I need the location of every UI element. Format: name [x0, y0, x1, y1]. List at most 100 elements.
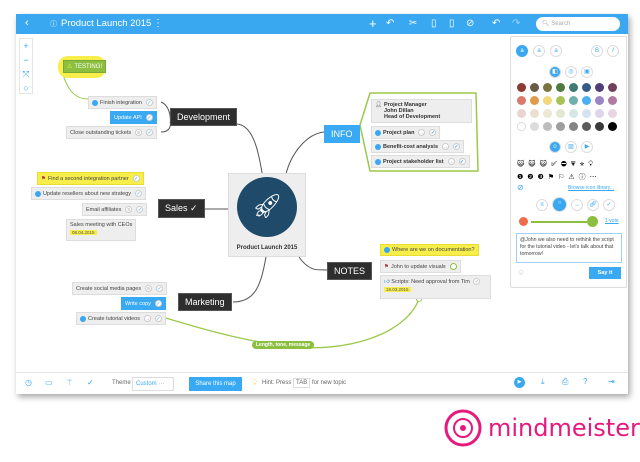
comment-input[interactable]: @John we also need to rethink the script… [516, 233, 622, 263]
zoom-out-button[interactable]: − [23, 55, 29, 65]
color-swatch[interactable] [543, 83, 552, 92]
notes-button[interactable]: ≡ [536, 199, 548, 211]
add-icon[interactable]: + [369, 16, 377, 31]
topic-scripts[interactable]: 👍︎ Scripts: Need approval from Tim ✓18.0… [380, 275, 491, 299]
fill-color-tab[interactable]: ◧ [549, 66, 561, 78]
topic-update-visuals[interactable]: ⚑John to update visuals [380, 260, 461, 273]
color-swatch[interactable] [530, 96, 539, 105]
notes-icon[interactable]: ≡ [135, 129, 143, 136]
progress-ring-icon[interactable] [449, 263, 457, 270]
copy-icon[interactable]: ▯ [431, 18, 437, 29]
check-icon[interactable]: ✓ [135, 190, 143, 197]
theme-select[interactable]: Custom ··· [132, 377, 174, 391]
paste-icon[interactable]: ▯ [449, 18, 455, 29]
map-title[interactable]: Product Launch 2015 [61, 18, 152, 29]
topic-project-plan[interactable]: Project plan→✓ [371, 126, 441, 139]
color-swatch[interactable] [569, 122, 578, 131]
color-swatch[interactable] [582, 109, 591, 118]
color-swatch[interactable] [543, 96, 552, 105]
check-icon[interactable]: ✓ [145, 99, 153, 106]
thumbs-down-icon[interactable] [519, 217, 528, 226]
delete-icon[interactable]: ⊘ [466, 18, 475, 29]
undo-icon[interactable]: ↶ [492, 18, 501, 29]
print-icon[interactable]: ⎙ [562, 377, 569, 386]
color-swatch[interactable] [608, 109, 617, 118]
connect-icon[interactable]: ↶ [386, 18, 395, 29]
topic-update-api[interactable]: Update API✓ [110, 111, 157, 124]
color-swatch[interactable] [595, 83, 604, 92]
comment-button[interactable]: ○ [552, 197, 567, 212]
help-icon[interactable]: ? [583, 377, 588, 386]
central-topic[interactable]: 🚀︎ Product Launch 2015 [228, 173, 306, 257]
border-color-tab[interactable]: ◎ [565, 66, 577, 78]
center-map-button[interactable]: ○ [23, 83, 29, 93]
check-icon[interactable]: ✓ [136, 206, 144, 213]
topic-social-media[interactable]: Create social media pages≡✓ [72, 282, 168, 295]
color-swatch[interactable] [569, 96, 578, 105]
share-map-button[interactable]: Share this map [189, 377, 242, 391]
notes-icon[interactable]: ≡ [125, 206, 133, 213]
color-swatch[interactable] [582, 96, 591, 105]
image-tab[interactable]: ▨ [565, 141, 577, 153]
italic-button[interactable]: I [607, 45, 619, 57]
color-swatch[interactable] [530, 83, 539, 92]
thumbs-up-icon[interactable] [587, 216, 598, 227]
topic-tutorial-videos[interactable]: Create tutorial videos→✓ [76, 312, 166, 325]
color-swatch[interactable] [582, 122, 591, 131]
no-icon-button[interactable]: ⊘ [517, 183, 524, 192]
redo-icon[interactable]: ↷ [512, 18, 521, 29]
search-input[interactable]: 🔍︎ Search [536, 17, 620, 31]
topic-find-partner[interactable]: ⚑Find a second integration partner✓ [37, 172, 144, 185]
branch-info[interactable]: INFO [324, 125, 360, 143]
color-swatch[interactable] [595, 96, 604, 105]
topic-stakeholder-list[interactable]: Project stakeholder list→✓ [371, 155, 470, 168]
color-swatch[interactable] [517, 122, 526, 131]
tasks-icon[interactable]: ✓ [87, 378, 94, 387]
icons-tab[interactable]: ☺ [549, 141, 561, 153]
collapse-panel-icon[interactable]: ⇥ [608, 377, 615, 386]
video-tab[interactable]: ▶ [581, 141, 593, 153]
color-swatch[interactable] [517, 109, 526, 118]
floating-topic-testing[interactable]: ⚠TESTING! [63, 60, 107, 73]
fit-map-button[interactable]: ⤧ [22, 69, 30, 79]
color-swatch[interactable] [595, 109, 604, 118]
bold-button[interactable]: B [591, 45, 603, 57]
line-color-tab[interactable]: ▣ [581, 66, 593, 78]
branch-development[interactable]: Development [170, 108, 238, 126]
color-swatch[interactable] [569, 83, 578, 92]
branch-sales[interactable]: Sales ✓ [158, 199, 205, 218]
task-button[interactable]: ✓ [603, 199, 615, 211]
topic-email-affiliates[interactable]: Email affiliates≡✓ [82, 203, 148, 216]
zoom-in-button[interactable]: + [23, 41, 29, 51]
link-button[interactable]: → [571, 199, 583, 211]
branch-notes[interactable]: NOTES [327, 262, 373, 280]
color-swatch[interactable] [556, 109, 565, 118]
check-icon[interactable]: ✓ [473, 278, 481, 285]
font-style-1-button[interactable]: a [516, 45, 528, 57]
check-icon[interactable]: ✓ [145, 114, 153, 121]
back-button[interactable]: ‹ [25, 17, 29, 29]
download-icon[interactable]: ⤓ [541, 377, 545, 386]
topic-documentation[interactable]: Where are we on documentation? [380, 244, 479, 256]
topic-finish-integration[interactable]: Finish integration✓ [88, 96, 157, 109]
browse-icon-library-link[interactable]: Browse icon library... [568, 185, 615, 191]
play-button[interactable]: ▶ [514, 377, 525, 388]
color-swatch[interactable] [530, 109, 539, 118]
connection-label[interactable]: Length, tone, message [252, 341, 315, 349]
topic-write-copy[interactable]: Write copy✓ [121, 297, 166, 310]
font-style-3-button[interactable]: a [550, 45, 562, 57]
link-icon[interactable]: → [442, 143, 450, 150]
link-icon[interactable]: → [447, 158, 455, 165]
magic-wand-icon[interactable]: ⚚ [66, 378, 74, 387]
color-swatch[interactable] [556, 122, 565, 131]
check-icon[interactable]: ✓ [132, 175, 140, 182]
icon-grid[interactable]: 😺︎😺︎😺︎✅︎⛔︎💗︎⭐︎💡︎❶❷❸⚑⚐⚠ⓘ⋯ [517, 161, 601, 181]
cut-icon[interactable]: ✂ [409, 18, 418, 29]
color-swatch[interactable] [595, 122, 604, 131]
check-icon[interactable]: ✓ [154, 315, 162, 322]
emoji-icon[interactable]: ☺ [517, 268, 526, 277]
color-swatch[interactable] [582, 83, 591, 92]
say-it-button[interactable]: Say it [589, 267, 621, 279]
